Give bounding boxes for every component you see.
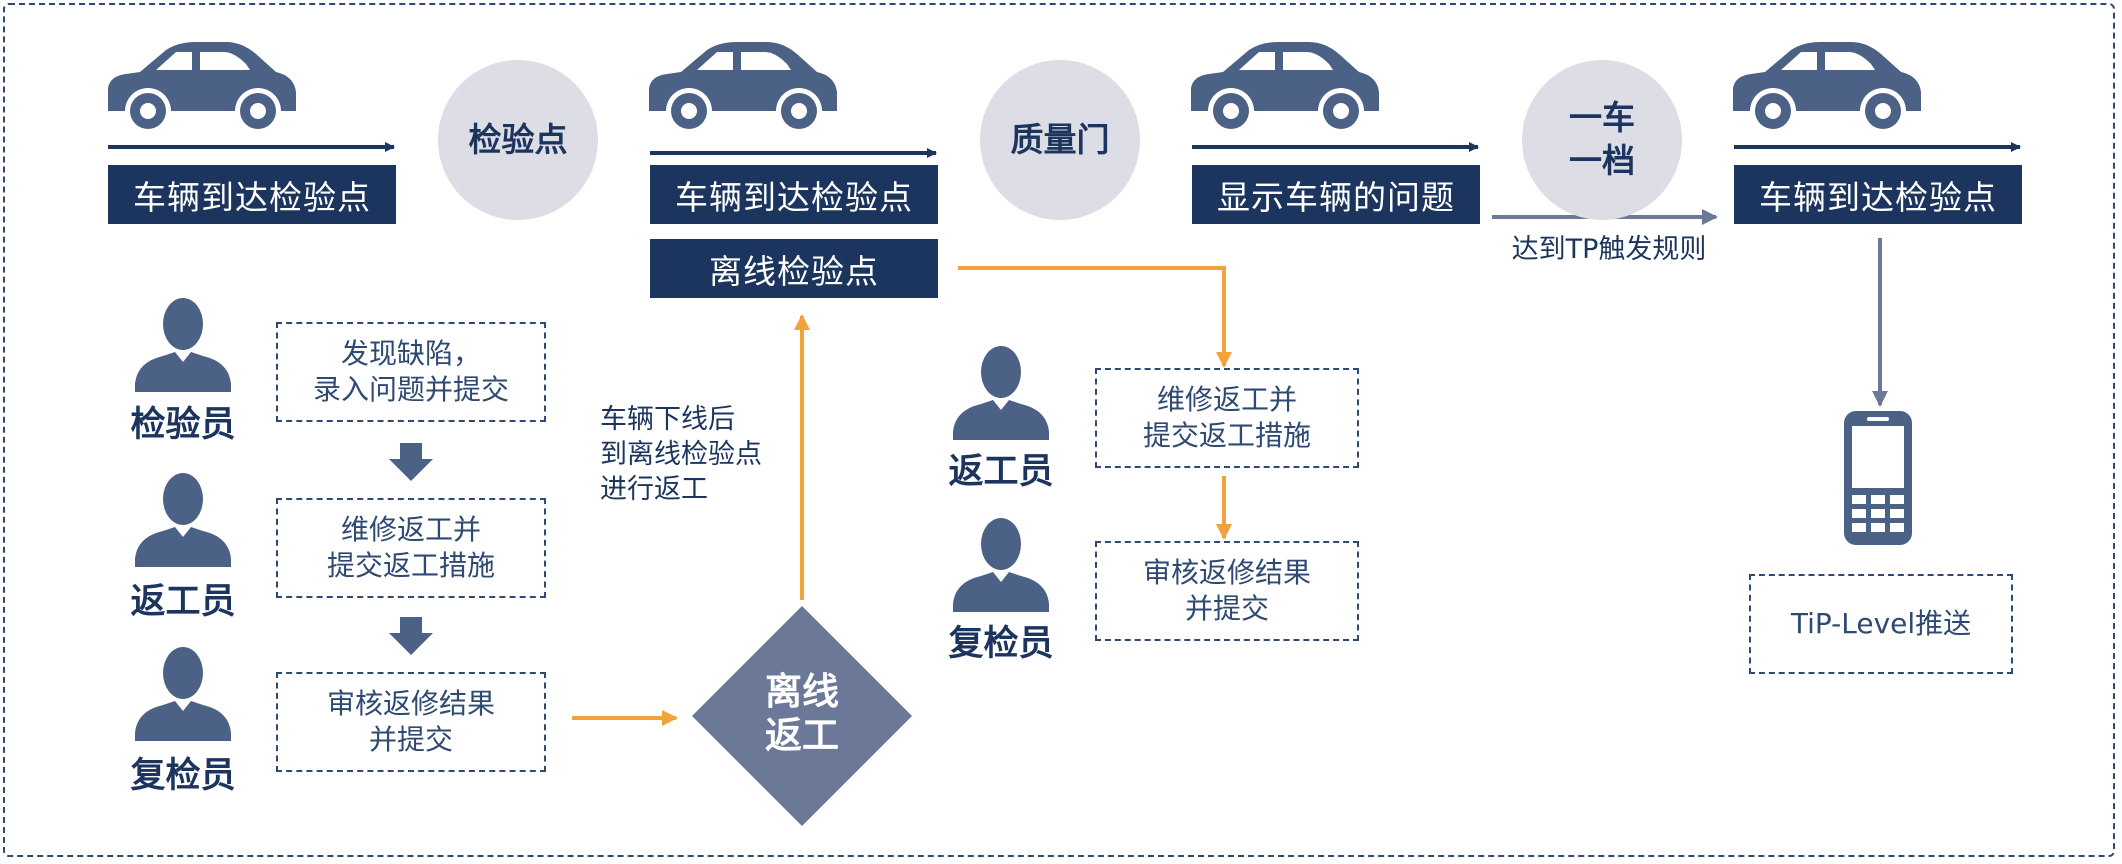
person-icon xyxy=(135,298,231,392)
person-icon xyxy=(135,647,231,741)
orange-arrow xyxy=(958,266,1232,368)
offline-rework-diamond xyxy=(692,606,912,826)
car-icon xyxy=(1191,42,1379,134)
person-icon xyxy=(135,473,231,567)
person-icon xyxy=(953,346,1049,440)
person-icon xyxy=(953,518,1049,612)
arrow-down-icon xyxy=(389,443,433,481)
car-icon xyxy=(1733,42,1921,134)
arrow-down-icon xyxy=(389,617,433,655)
diagram-frame xyxy=(3,3,2115,857)
mobile-phone-icon xyxy=(1844,411,1912,545)
car-icon xyxy=(108,42,296,134)
car-icon xyxy=(649,42,837,134)
